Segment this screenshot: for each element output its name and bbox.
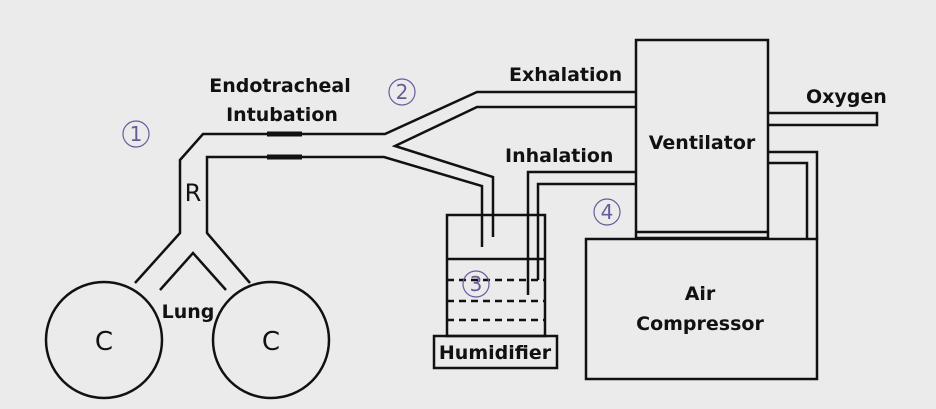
- compressor-tube-outer: [768, 150, 819, 239]
- marker-4: 4: [593, 198, 621, 226]
- marker-1: 1: [122, 120, 150, 148]
- label-endotracheal: Endotracheal: [209, 75, 350, 97]
- marker-3: 3: [462, 270, 490, 298]
- svg-text:1: 1: [130, 122, 143, 146]
- label-c-right: C: [262, 327, 280, 357]
- svg-text:2: 2: [396, 80, 409, 104]
- label-intubation: Intubation: [226, 104, 338, 126]
- label-exhalation: Exhalation: [509, 64, 622, 86]
- compressor-tube-inner: [768, 161, 809, 239]
- label-ventilator: Ventilator: [649, 132, 756, 154]
- label-c-left: C: [95, 327, 113, 357]
- lung-right: [211, 280, 331, 400]
- label-lung: Lung: [162, 301, 215, 323]
- svg-text:4: 4: [601, 200, 614, 224]
- inhalation-tube-outer: [526, 170, 636, 295]
- inhalation-tube-inner: [536, 182, 636, 280]
- label-humidifier: Humidifier: [439, 342, 552, 364]
- lung-left: [44, 280, 164, 400]
- oxygen-tube: [768, 111, 879, 127]
- air-compressor-box: [584, 237, 819, 381]
- airway-tube: [134, 90, 636, 291]
- svg-text:3: 3: [470, 272, 483, 296]
- label-inhalation: Inhalation: [505, 145, 613, 167]
- label-oxygen: Oxygen: [806, 86, 887, 108]
- marker-2: 2: [388, 78, 416, 106]
- label-compressor: Compressor: [636, 313, 764, 335]
- humidifier: [432, 213, 559, 370]
- label-air: Air: [685, 283, 716, 305]
- label-r: R: [185, 179, 202, 207]
